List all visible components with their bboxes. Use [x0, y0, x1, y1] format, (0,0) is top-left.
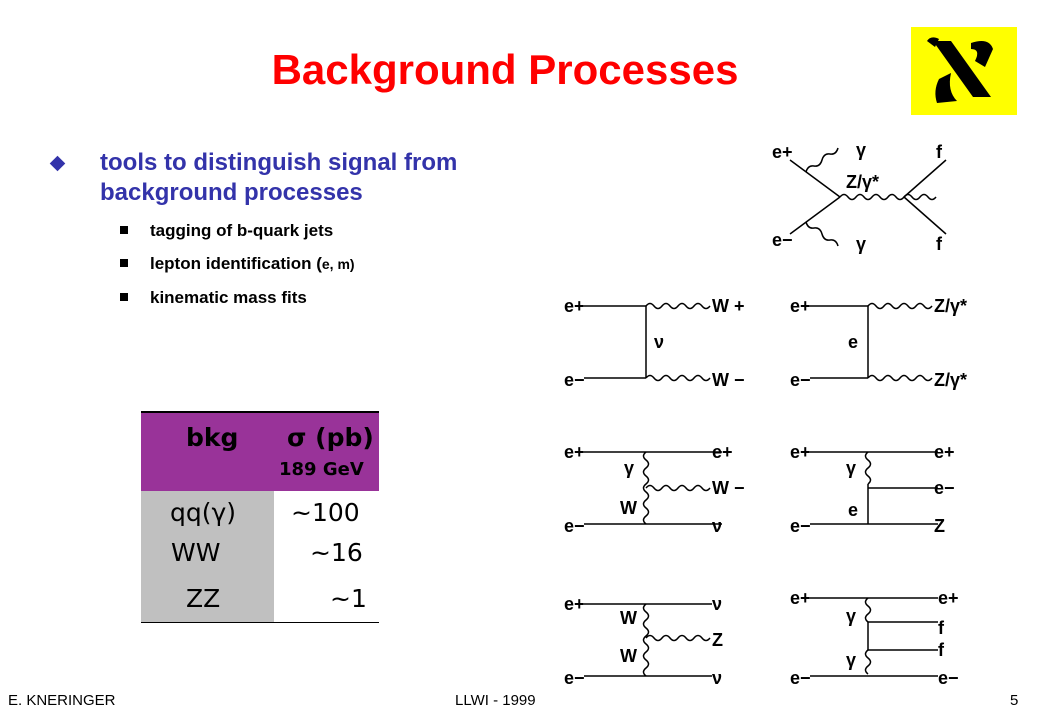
label-e-plus: e+ [564, 296, 585, 316]
label-prop: e [848, 500, 858, 520]
label-out: Z [712, 630, 723, 650]
label-out: W + [712, 296, 745, 316]
table-cell-process: ZZ [186, 584, 221, 613]
sub-bullet: lepton identification (e, m) [52, 253, 552, 275]
label-out: ν [712, 668, 722, 688]
label-e-minus: e− [564, 370, 585, 390]
table-cell-process: qq(γ) [170, 498, 237, 527]
label-e-minus: e− [564, 516, 585, 536]
table-bottom-rule [141, 622, 379, 623]
header-bkg: bkg [186, 423, 239, 452]
label-e-plus: e+ [772, 142, 793, 162]
label-out: e+ [938, 590, 959, 608]
diamond-bullet-icon [49, 155, 66, 172]
label-e-plus: e+ [564, 594, 585, 614]
table-cell-xsec: ~1 [330, 584, 367, 613]
label-out: Z/γ* [934, 370, 967, 390]
cross-section-table: bkg σ (pb) 189 GeV qq(γ) ~100 WW ~16 ZZ … [141, 411, 379, 623]
label-e-minus: e− [790, 370, 811, 390]
label-out: e+ [712, 442, 733, 462]
bullet-list: tools to distinguish signal from backgro… [49, 148, 552, 308]
label-w: W [620, 498, 637, 518]
label-e-minus: e− [790, 668, 811, 688]
label-out: Z/γ* [934, 296, 967, 316]
label-prop: ν [654, 332, 664, 352]
label-e-minus: e− [564, 668, 585, 688]
label-gamma: γ [846, 650, 856, 670]
footer-page-number: 5 [1010, 692, 1019, 709]
sub-bullet-text: lepton identification ( [150, 254, 322, 273]
label-out: e− [934, 478, 955, 498]
label-e-plus: e+ [790, 590, 811, 608]
label-w: W [620, 608, 637, 628]
label-gamma: γ [856, 140, 866, 160]
sub-bullet-text: kinematic mass fits [150, 288, 307, 307]
label-e-minus: e− [772, 230, 793, 250]
label-boson: Z/γ* [846, 172, 879, 192]
header-sigma: σ (pb) [287, 423, 374, 452]
label-gamma: γ [846, 458, 856, 478]
label-e-plus: e+ [790, 442, 811, 462]
feynman-diagram-zz: e+ e− e Z/γ* Z/γ* [790, 296, 967, 390]
label-e-plus: e+ [564, 442, 585, 462]
table-process-column-bg [141, 491, 274, 623]
feynman-diagram-s-channel: e+ e− γ γ Z/γ* f f [772, 140, 947, 254]
bullet-main: tools to distinguish signal from backgro… [49, 148, 552, 208]
bullet-main-text: tools to distinguish signal from backgro… [100, 149, 458, 206]
lepton-symbols: e, m) [321, 256, 355, 272]
label-out: e− [938, 668, 959, 688]
label-gamma: γ [846, 606, 856, 626]
label-out: f [938, 640, 945, 660]
feynman-diagram-wenu: e+ e− γ W e+ W − ν [564, 442, 745, 536]
label-out: W − [712, 478, 745, 498]
table-cell-xsec: ~16 [310, 538, 363, 567]
table-header-bg [141, 411, 379, 491]
label-w: W [620, 646, 637, 666]
label-out: Z [934, 516, 945, 536]
label-out: ν [712, 594, 722, 614]
label-gamma: γ [856, 234, 866, 254]
feynman-diagram-znunu: e+ e− W W ν Z ν [564, 594, 723, 688]
sub-bullet-text: tagging of b-quark jets [150, 221, 334, 240]
label-out: ν [712, 516, 722, 536]
label-out: e+ [934, 442, 955, 462]
label-out: f [938, 618, 945, 638]
footer-event: LLWI - 1999 [455, 692, 536, 709]
sub-bullet: kinematic mass fits [52, 287, 552, 308]
header-energy: 189 GeV [279, 459, 364, 480]
slide-title: Background Processes [271, 46, 739, 93]
table-cell-xsec: ~100 [291, 498, 360, 527]
square-bullet-icon [120, 226, 128, 234]
label-out: W − [712, 370, 745, 390]
label-prop: e [848, 332, 858, 352]
feynman-diagram-ww: e+ e− ν W + W − [564, 296, 745, 390]
label-fbar: f [936, 234, 943, 254]
label-f: f [936, 142, 943, 162]
feynman-diagram-zee: e+ e− γ e e+ e− Z [790, 442, 955, 536]
square-bullet-icon [120, 293, 128, 301]
aleph-glyph-icon [927, 37, 993, 103]
table-cell-process: WW [171, 538, 221, 567]
feynman-diagram-eeff: e+ e− γ γ e+ f f e− [790, 590, 959, 688]
label-gamma: γ [624, 458, 634, 478]
label-e-plus: e+ [790, 296, 811, 316]
sub-bullet: tagging of b-quark jets [52, 220, 552, 241]
square-bullet-icon [120, 259, 128, 267]
table-top-rule [141, 411, 379, 413]
aleph-logo [911, 27, 1017, 115]
footer-author: E. KNERINGER [8, 692, 116, 709]
label-e-minus: e− [790, 516, 811, 536]
